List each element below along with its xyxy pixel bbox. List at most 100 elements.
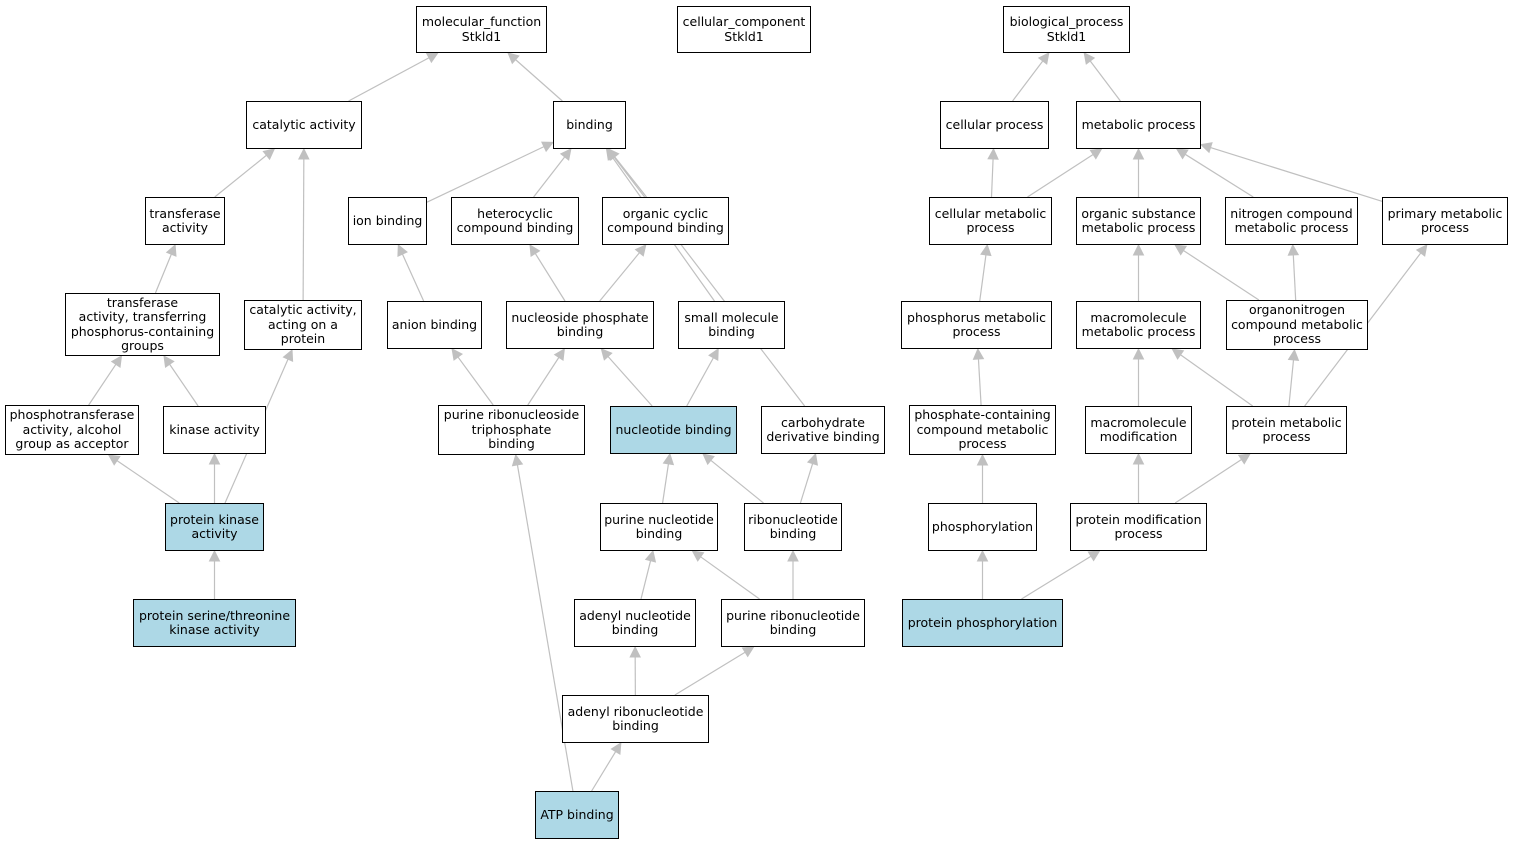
node-organonitrogen-compound-metabolic-process: organonitrogen compound metabolic proces… bbox=[1226, 300, 1368, 350]
edge-purine_rnt_triphosphate-to-nucleoside_phosphate bbox=[527, 357, 560, 406]
edge-purine_rnt_triphosphate-to-anion_binding bbox=[457, 356, 494, 406]
arrowhead-adenyl_ribonucleotide-to-purine_ribonucleotide bbox=[741, 646, 755, 658]
arrowhead-organic_substance-to-metabolic_process bbox=[1132, 147, 1145, 160]
arrowhead-nitrogen_compound-to-metabolic_process bbox=[1175, 148, 1189, 160]
edge-nitrogen_compound-to-metabolic_process bbox=[1184, 153, 1254, 198]
edge-atp_binding-to-adenyl_ribonucleotide bbox=[591, 751, 617, 792]
edge-protein_phosphorylation-to-protein_modification bbox=[1021, 555, 1092, 600]
node-phosphotransferase-alcohol-acceptor: phosphotransferase activity, alcohol gro… bbox=[5, 405, 139, 455]
arrowhead-protein_metabolic-to-macromolecule_metabolic bbox=[1171, 348, 1185, 360]
edge-protein_kinase-to-phosphotransferase bbox=[116, 460, 180, 504]
node-anion-binding: anion binding bbox=[387, 301, 482, 349]
arrowhead-purine_nucleotide-to-nucleotide_binding bbox=[662, 452, 675, 466]
arrowhead-protein_modification-to-protein_metabolic bbox=[1237, 453, 1251, 465]
arrowhead-purine_ribonucleotide-to-ribonucleotide bbox=[787, 549, 799, 562]
node-heterocyclic-compound-binding: heterocyclic compound binding bbox=[451, 197, 579, 245]
arrowhead-primary_metabolic-to-metabolic_process bbox=[1199, 142, 1213, 154]
arrowhead-phosphotransferase-to-transferase_phos bbox=[110, 355, 123, 368]
node-organic-cyclic-compound-binding: organic cyclic compound binding bbox=[602, 197, 729, 245]
arrowhead-kinase_activity-to-transferase_phos bbox=[163, 355, 175, 368]
edge-protein_metabolic-to-macromolecule_metabolic bbox=[1180, 354, 1254, 407]
edge-heterocyclic-to-binding bbox=[533, 156, 566, 198]
edge-nucleotide_binding-to-nucleoside_phosphate bbox=[607, 356, 653, 407]
node-cellular-metabolic-process: cellular metabolic process bbox=[929, 197, 1052, 245]
edge-nucleoside_phosphate-to-heterocyclic bbox=[534, 253, 566, 302]
node-protein-metabolic-process: protein metabolic process bbox=[1226, 406, 1347, 454]
edge-kinase_activity-to-transferase_phos bbox=[169, 363, 199, 407]
arrowhead-atp_binding-to-adenyl_ribonucleotide bbox=[610, 742, 622, 755]
edge-phosphorus_metabolic-to-cell_metabolic bbox=[979, 254, 987, 302]
edge-organonitrogen-to-organic_substance bbox=[1183, 249, 1260, 301]
edge-metabolic_process-to-bp_root bbox=[1089, 60, 1121, 102]
node-primary-metabolic-process: primary metabolic process bbox=[1382, 197, 1508, 245]
node-purine-ribonucleoside-triphosphate-binding: purine ribonucleoside triphosphate bindi… bbox=[438, 405, 585, 455]
node-macromolecule-modification: macromolecule modification bbox=[1085, 406, 1192, 454]
node-phosphorylation: phosphorylation bbox=[928, 503, 1037, 551]
node-binding: binding bbox=[553, 101, 626, 149]
node-nitrogen-compound-metabolic-process: nitrogen compound metabolic process bbox=[1225, 197, 1358, 245]
node-protein-phosphorylation: protein phosphorylation bbox=[902, 599, 1063, 647]
node-transferase-phosphorus-groups: transferase activity, transferring phosp… bbox=[65, 293, 220, 356]
arrowhead-protein_kinase-to-kinase_activity bbox=[208, 452, 221, 465]
arrowhead-heterocyclic-to-binding bbox=[559, 148, 572, 161]
edge-catalytic_protein-to-catalytic bbox=[302, 158, 305, 301]
arrowhead-organonitrogen-to-nitrogen_compound bbox=[1287, 243, 1300, 256]
arrowhead-metabolic_process-to-bp_root bbox=[1083, 52, 1096, 65]
node-cellular-component-root: cellular_component Stkld1 bbox=[677, 6, 811, 53]
node-transferase-activity: transferase activity bbox=[145, 197, 225, 245]
arrowhead-macromolecule_mod-to-macromolecule_metabolic bbox=[1132, 347, 1145, 360]
node-catalytic-activity: catalytic activity bbox=[246, 101, 362, 149]
arrowhead-phosphorylation-to-phosphate_containing bbox=[976, 453, 989, 466]
node-small-molecule-binding: small molecule binding bbox=[678, 301, 785, 349]
arrowhead-organonitrogen-to-organic_substance bbox=[1174, 244, 1188, 256]
edge-phosphate_containing-to-phosphorus_metabolic bbox=[977, 358, 982, 406]
edge-cellular_process-to-bp_root bbox=[1012, 60, 1044, 102]
node-phosphorus-metabolic-process: phosphorus metabolic process bbox=[901, 301, 1052, 349]
arrowhead-ribonucleotide-to-carbohydrate_deriv bbox=[806, 452, 819, 466]
arrowhead-binding-to-mf_root bbox=[507, 52, 520, 65]
node-kinase-activity: kinase activity bbox=[163, 406, 266, 454]
arrowhead-purine_rnt_triphosphate-to-anion_binding bbox=[451, 348, 463, 361]
edge-carbohydrate_deriv-to-binding bbox=[613, 156, 806, 407]
arrowhead-phosphorus_metabolic-to-cell_metabolic bbox=[980, 243, 992, 257]
node-adenyl-ribonucleotide-binding: adenyl ribonucleotide binding bbox=[562, 695, 709, 743]
node-ion-binding: ion binding bbox=[348, 197, 427, 245]
node-biological-process-root: biological_process Stkld1 bbox=[1003, 6, 1130, 53]
arrowhead-protein_ser_thr-to-protein_kinase bbox=[208, 549, 221, 562]
node-cellular-process: cellular process bbox=[940, 101, 1049, 149]
arrowhead-protein_phosphorylation-to-phosphorylation bbox=[976, 549, 989, 562]
edge-ribonucleotide-to-carbohydrate_deriv bbox=[799, 463, 814, 504]
node-molecular-function-root: molecular_function Stkld1 bbox=[416, 6, 547, 53]
edge-phosphotransferase-to-transferase_phos bbox=[88, 363, 117, 406]
node-nucleotide-binding: nucleotide binding bbox=[610, 406, 737, 454]
arrowhead-ribonucleotide-to-nucleotide_binding bbox=[702, 453, 715, 466]
edge-organonitrogen-to-nitrogen_compound bbox=[1292, 254, 1297, 301]
edge-protein_modification-to-protein_metabolic bbox=[1174, 458, 1242, 504]
arrowhead-phosphate_containing-to-phosphorus_metabolic bbox=[972, 347, 985, 360]
arrowhead-cell_metabolic-to-cellular_process bbox=[987, 147, 999, 160]
node-ribonucleotide-binding: ribonucleotide binding bbox=[744, 503, 842, 551]
node-purine-ribonucleotide-binding: purine ribonucleotide binding bbox=[721, 599, 865, 647]
edge-organic_cyclic-to-binding bbox=[614, 156, 647, 198]
edge-purine_ribonucleotide-to-purine_nucleotide bbox=[700, 556, 760, 600]
node-purine-nucleotide-binding: purine nucleotide binding bbox=[600, 503, 718, 551]
arrowhead-ion_binding-to-binding bbox=[541, 141, 555, 153]
node-protein-modification-process: protein modification process bbox=[1070, 503, 1207, 551]
arrowhead-carbohydrate_deriv-to-binding bbox=[607, 148, 619, 161]
node-protein-kinase-activity: protein kinase activity bbox=[165, 503, 264, 551]
arrowhead-protein_kinase-to-catalytic_protein bbox=[282, 348, 294, 362]
node-organic-substance-metabolic-process: organic substance metabolic process bbox=[1076, 197, 1201, 245]
edge-nucleotide_binding-to-small_molecule bbox=[686, 357, 714, 407]
arrowhead-nucleoside_phosphate-to-organic_cyclic bbox=[634, 244, 647, 257]
arrowhead-atp_binding-to-purine_rnt_triphosphate bbox=[511, 453, 524, 467]
arrowhead-protein_kinase-to-phosphotransferase bbox=[107, 454, 121, 466]
arrowhead-transferase_phos-to-transferase bbox=[165, 243, 177, 257]
arrowhead-protein_modification-to-macromolecule_mod bbox=[1132, 452, 1145, 465]
node-protein-serine-threonine-kinase-activity: protein serine/threonine kinase activity bbox=[133, 599, 296, 647]
edge-purine_nucleotide-to-nucleotide_binding bbox=[661, 463, 670, 504]
node-phosphate-containing-compound-metabolic-process: phosphate-containing compound metabolic … bbox=[909, 405, 1056, 455]
edge-binding-to-mf_root bbox=[515, 59, 563, 102]
arrowhead-nucleotide_binding-to-nucleoside_phosphate bbox=[600, 348, 613, 361]
